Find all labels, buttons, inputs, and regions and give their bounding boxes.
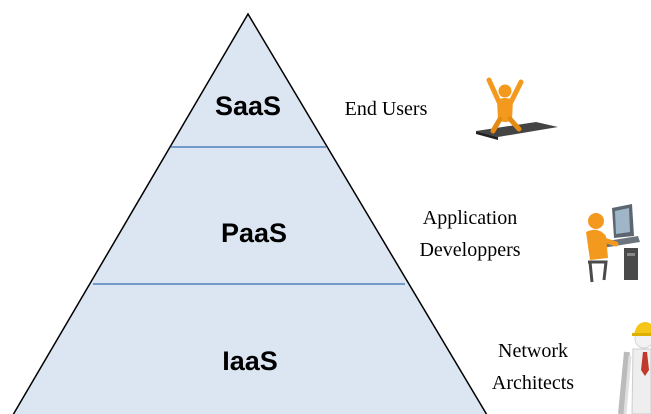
end-user-figure-icon xyxy=(476,77,558,140)
iaas-layer-label: IaaS xyxy=(222,346,278,376)
architect-with-hardhat-icon xyxy=(618,322,651,414)
network-label: Network xyxy=(498,340,568,362)
developpers-label: Developpers xyxy=(419,239,520,261)
architects-label: Architects xyxy=(492,372,574,394)
pyramid-shape xyxy=(12,12,488,414)
application-label: Application xyxy=(423,207,517,229)
paas-layer-label: PaaS xyxy=(221,218,287,248)
developer-at-computer-icon xyxy=(586,204,640,283)
end-users-label: End Users xyxy=(345,98,428,120)
saas-layer-label: SaaS xyxy=(215,91,281,121)
